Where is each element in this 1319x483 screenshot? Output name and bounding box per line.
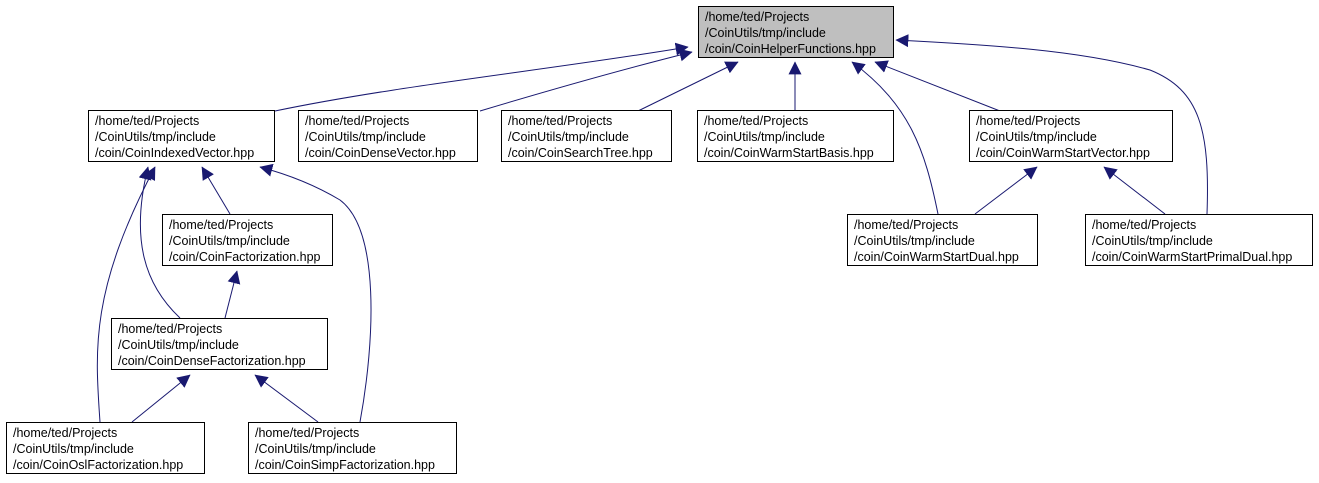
node-path-line-3: /coin/CoinDenseFactorization.hpp <box>118 354 306 368</box>
edge-osl-to-indexed <box>96 166 156 423</box>
edge-primal-to-wsvector <box>1103 166 1166 215</box>
node-path-line-1: /home/ted/Projects <box>976 114 1081 128</box>
node-coin-helper-functions: /home/ted/Projects /CoinUtils/tmp/includ… <box>698 6 894 58</box>
node-coin-factorization[interactable]: /home/ted/Projects /CoinUtils/tmp/includ… <box>162 214 333 266</box>
node-path-line-1: /home/ted/Projects <box>854 218 959 232</box>
edge-densefactor-to-indexed <box>138 166 181 319</box>
edge-simp-to-indexed <box>259 163 372 423</box>
edge-simp-to-densefactor <box>254 374 319 423</box>
node-path-line-1: /home/ted/Projects <box>169 218 274 232</box>
edge-densevec-to-helper <box>479 48 693 112</box>
edge-indexed-to-helper <box>274 42 689 112</box>
edge-dual-to-helper <box>851 61 939 215</box>
node-path-line-2: /CoinUtils/tmp/include <box>508 130 629 144</box>
node-coin-simp-factorization[interactable]: /home/ted/Projects /CoinUtils/tmp/includ… <box>248 422 457 474</box>
node-path-line-2: /CoinUtils/tmp/include <box>305 130 426 144</box>
node-coin-indexed-vector[interactable]: /home/ted/Projects /CoinUtils/tmp/includ… <box>88 110 275 162</box>
node-path-line-2: /CoinUtils/tmp/include <box>976 130 1097 144</box>
node-path-line-2: /CoinUtils/tmp/include <box>704 130 825 144</box>
node-coin-warm-start-vector[interactable]: /home/ted/Projects /CoinUtils/tmp/includ… <box>969 110 1173 162</box>
node-path-line-2: /CoinUtils/tmp/include <box>255 442 376 456</box>
edge-osl-to-densefactor <box>131 374 191 423</box>
node-path-line-1: /home/ted/Projects <box>705 10 810 24</box>
edge-factor-to-indexed <box>201 166 231 215</box>
node-coin-warm-start-basis[interactable]: /home/ted/Projects /CoinUtils/tmp/includ… <box>697 110 894 162</box>
node-path-line-3: /coin/CoinFactorization.hpp <box>169 250 321 264</box>
edge-dual-to-wsvector <box>974 166 1038 215</box>
node-path-line-2: /CoinUtils/tmp/include <box>1092 234 1213 248</box>
node-path-line-1: /home/ted/Projects <box>13 426 118 440</box>
node-path-line-3: /coin/CoinWarmStartDual.hpp <box>854 250 1019 264</box>
edge-wsvector-to-helper <box>874 60 1001 112</box>
edge-densefactor-to-factor <box>224 270 241 319</box>
node-path-line-3: /coin/CoinOslFactorization.hpp <box>13 458 184 472</box>
node-path-line-3: /coin/CoinDenseVector.hpp <box>305 146 456 160</box>
node-coin-dense-vector[interactable]: /home/ted/Projects /CoinUtils/tmp/includ… <box>298 110 478 162</box>
node-path-line-1: /home/ted/Projects <box>508 114 613 128</box>
node-path-line-1: /home/ted/Projects <box>704 114 809 128</box>
node-path-line-2: /CoinUtils/tmp/include <box>705 26 826 40</box>
node-path-line-2: /CoinUtils/tmp/include <box>13 442 134 456</box>
node-coin-warm-start-primal-dual[interactable]: /home/ted/Projects /CoinUtils/tmp/includ… <box>1085 214 1313 266</box>
node-path-line-3: /coin/CoinWarmStartVector.hpp <box>976 146 1150 160</box>
node-path-line-1: /home/ted/Projects <box>255 426 360 440</box>
node-path-line-3: /coin/CoinHelperFunctions.hpp <box>705 42 876 56</box>
node-path-line-1: /home/ted/Projects <box>118 322 223 336</box>
node-path-line-3: /coin/CoinIndexedVector.hpp <box>95 146 255 160</box>
node-path-line-3: /coin/CoinWarmStartPrimalDual.hpp <box>1092 250 1293 264</box>
node-coin-dense-factorization[interactable]: /home/ted/Projects /CoinUtils/tmp/includ… <box>111 318 328 370</box>
node-path-line-2: /CoinUtils/tmp/include <box>169 234 290 248</box>
node-coin-warm-start-dual[interactable]: /home/ted/Projects /CoinUtils/tmp/includ… <box>847 214 1038 266</box>
node-path-line-2: /CoinUtils/tmp/include <box>95 130 216 144</box>
edge-primal-to-helper <box>895 34 1208 215</box>
node-path-line-3: /coin/CoinWarmStartBasis.hpp <box>704 146 874 160</box>
node-path-line-2: /CoinUtils/tmp/include <box>854 234 975 248</box>
edge-search-to-helper <box>637 61 739 112</box>
node-path-line-1: /home/ted/Projects <box>305 114 410 128</box>
node-coin-search-tree[interactable]: /home/ted/Projects /CoinUtils/tmp/includ… <box>501 110 672 162</box>
node-path-line-3: /coin/CoinSimpFactorization.hpp <box>255 458 435 472</box>
node-path-line-2: /CoinUtils/tmp/include <box>118 338 239 352</box>
node-path-line-1: /home/ted/Projects <box>1092 218 1197 232</box>
node-path-line-3: /coin/CoinSearchTree.hpp <box>508 146 653 160</box>
node-coin-osl-factorization[interactable]: /home/ted/Projects /CoinUtils/tmp/includ… <box>6 422 205 474</box>
node-path-line-1: /home/ted/Projects <box>95 114 200 128</box>
